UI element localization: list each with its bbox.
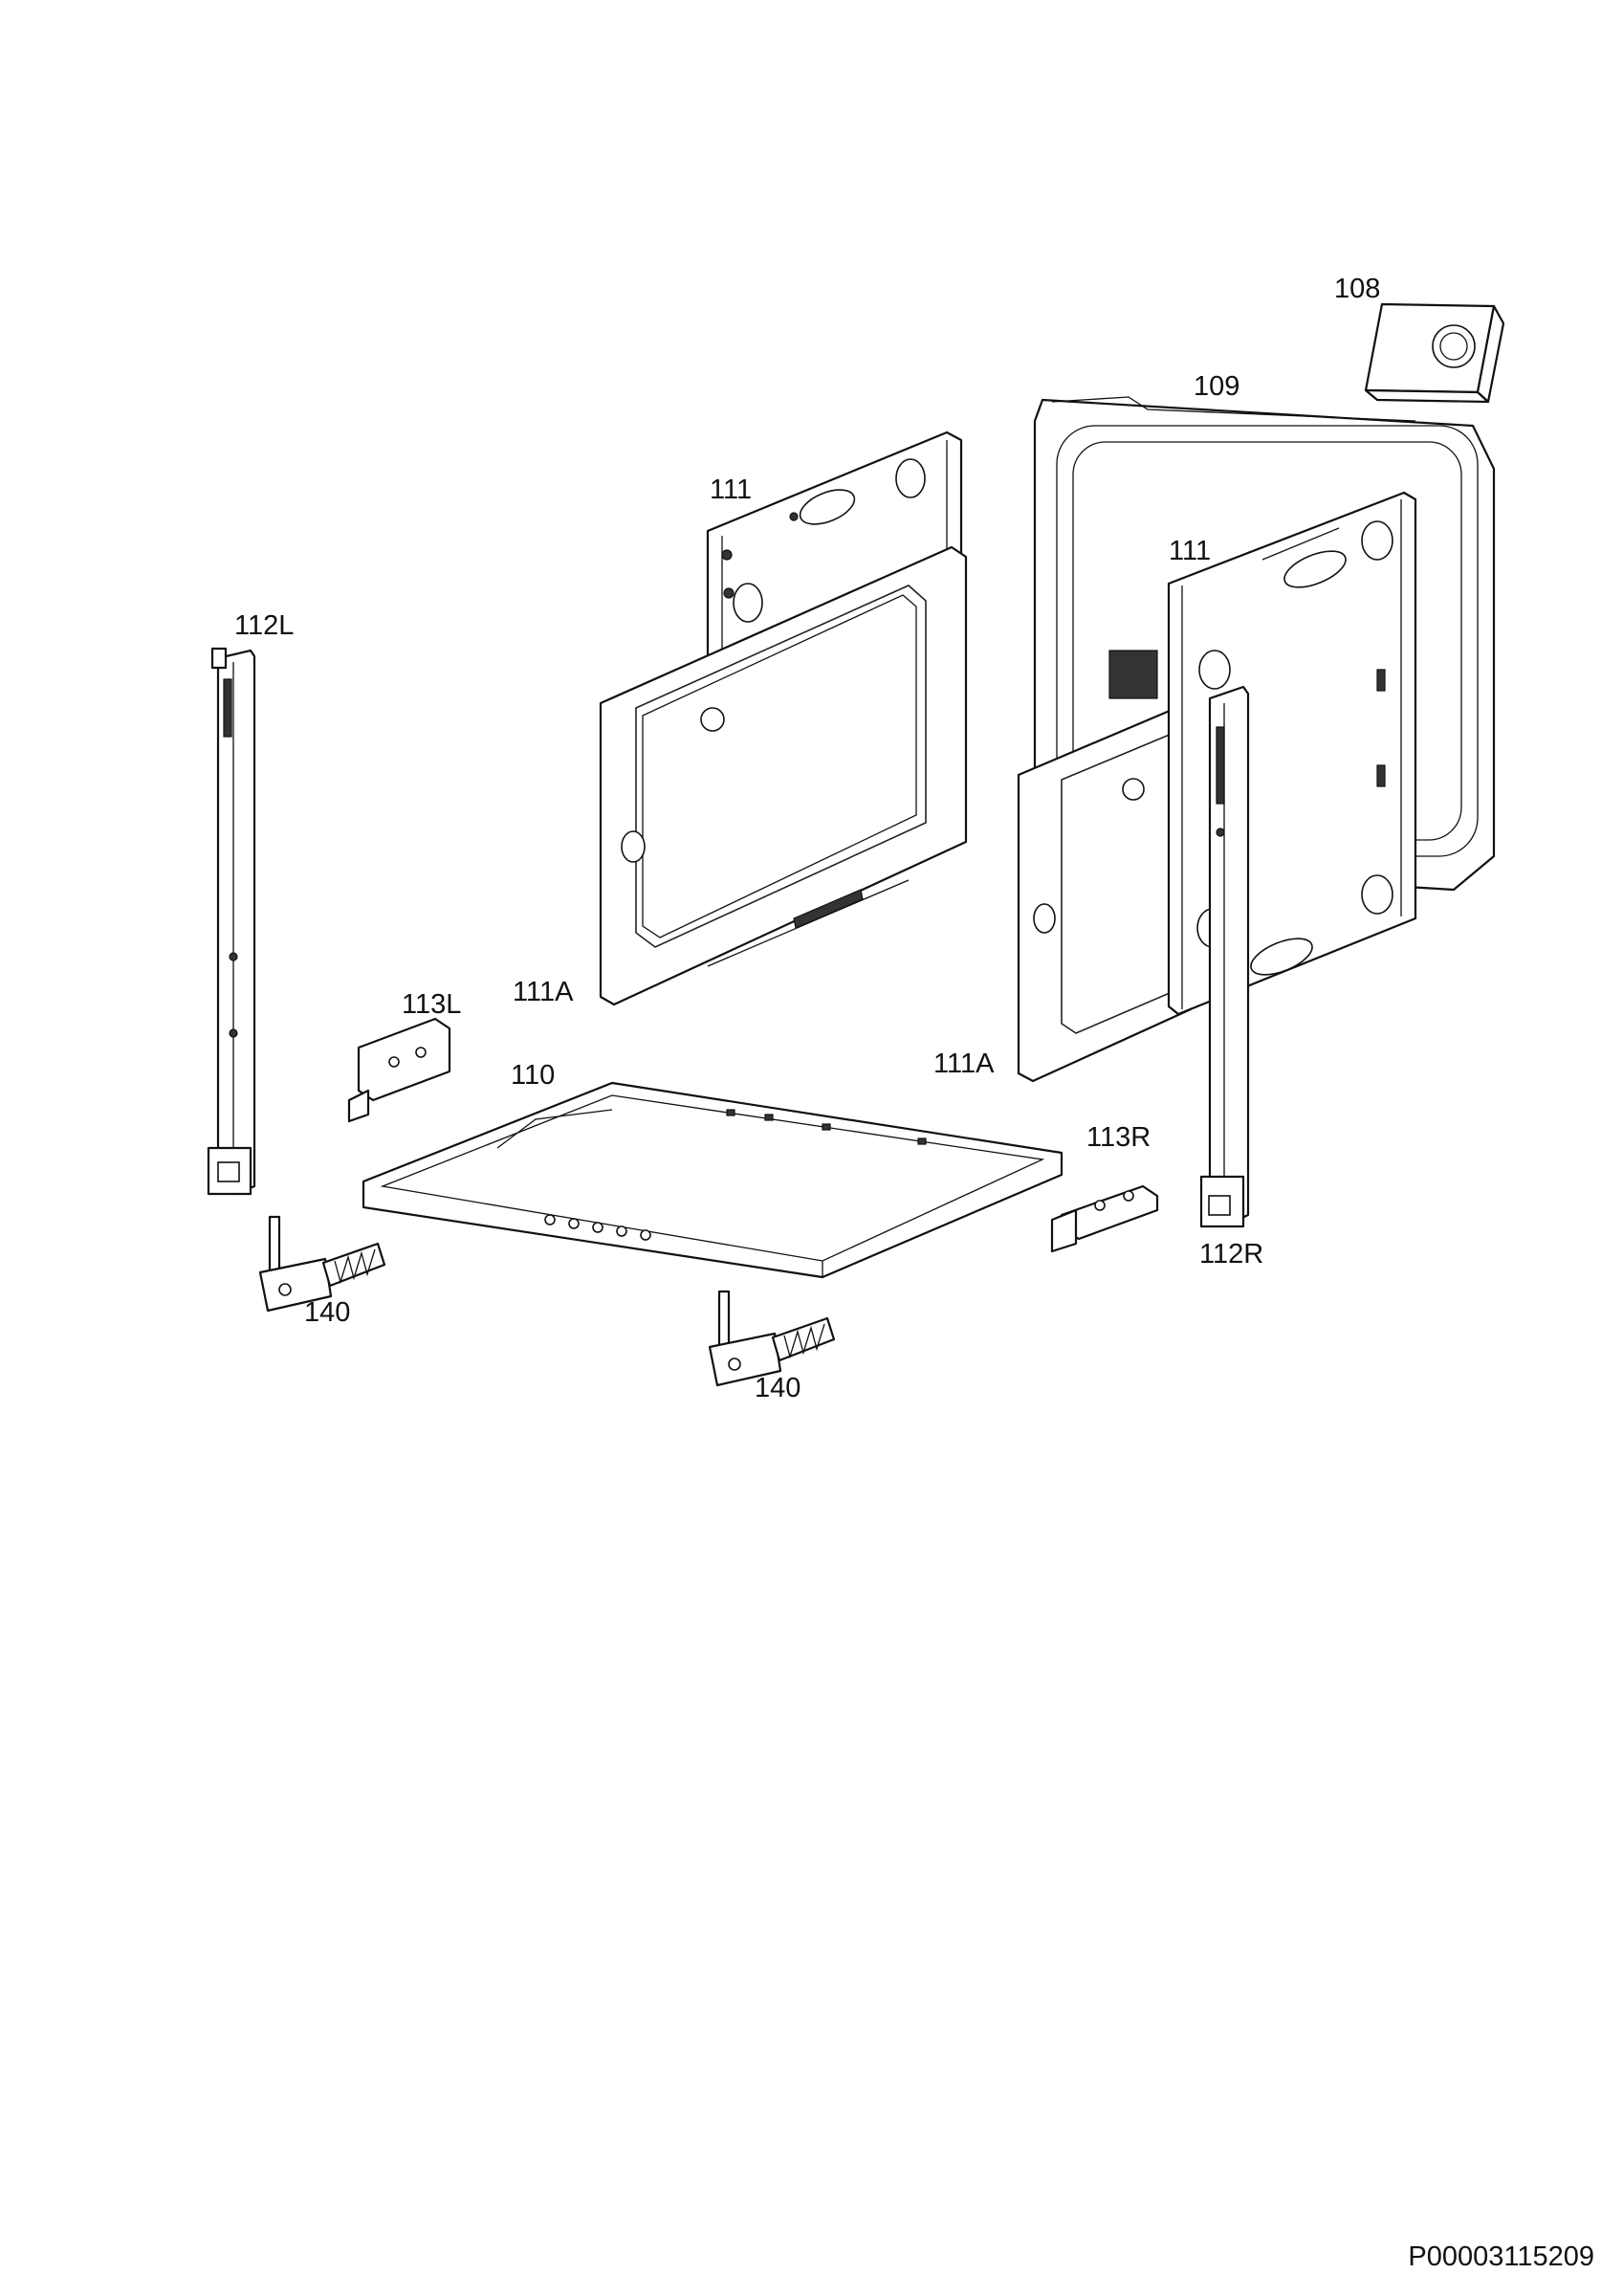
part-112R-runner: [1199, 685, 1250, 1228]
part-label-111A-right: 111A: [933, 1049, 995, 1079]
part-label-111A-left: 111A: [513, 977, 574, 1007]
part-112L-runner: [207, 647, 256, 1196]
part-111-right-side-wall: [1167, 491, 1417, 1016]
part-140-right-hinge: [708, 1290, 836, 1387]
part-label-110: 110: [511, 1060, 556, 1091]
part-label-112L: 112L: [234, 610, 295, 641]
part-108-bracket: [1364, 302, 1505, 404]
part-label-140-right: 140: [755, 1373, 801, 1403]
part-113R-bracket: [1050, 1184, 1159, 1253]
part-110-bottom-tray: [362, 1081, 1064, 1279]
part-label-111-left: 111: [710, 475, 753, 505]
part-label-112R: 112R: [1199, 1239, 1264, 1269]
document-code: P00003115209: [1408, 2241, 1594, 2272]
part-140-left-hinge: [258, 1215, 386, 1313]
part-111A-left-liner: [599, 545, 968, 1006]
part-label-108: 108: [1334, 274, 1381, 304]
part-label-113R: 113R: [1086, 1122, 1151, 1153]
part-label-113L: 113L: [402, 989, 462, 1020]
part-113L-bracket: [347, 1017, 451, 1123]
part-111A-right-liner: [1017, 706, 1193, 1083]
part-label-109: 109: [1194, 371, 1240, 402]
part-label-111-right: 111: [1169, 536, 1212, 566]
part-label-140-left: 140: [304, 1297, 351, 1328]
